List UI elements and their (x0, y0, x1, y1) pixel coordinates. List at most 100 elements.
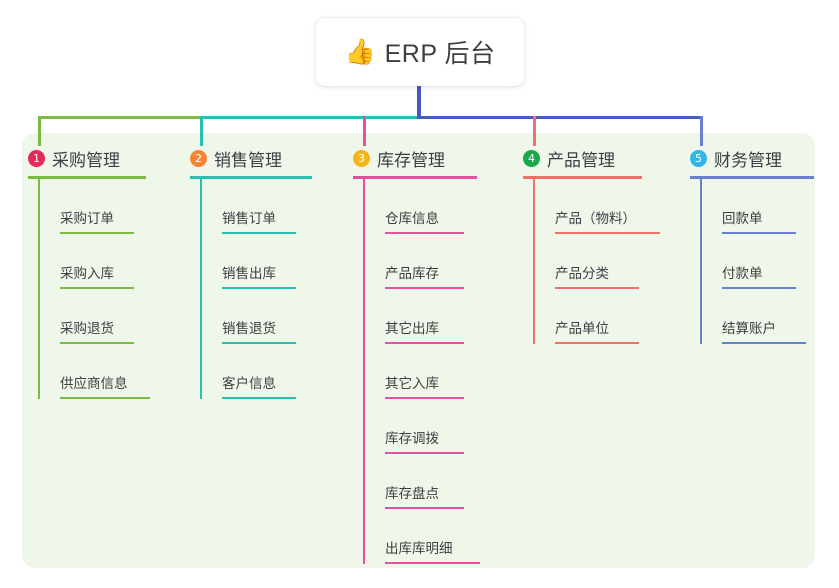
leaf-item[interactable]: 其它入库 (363, 344, 480, 399)
bus-segment-2 (200, 116, 421, 119)
branch-number-badge: 5 (690, 149, 707, 167)
leaf-item[interactable]: 销售退货 (200, 289, 312, 344)
branch-stem-line (700, 179, 702, 344)
leaf-rule (60, 397, 150, 399)
branch-stem-line (200, 179, 202, 399)
leaf-rule (722, 232, 796, 234)
leaf-item[interactable]: 仓库信息 (363, 179, 480, 234)
branch-header-4[interactable]: 4 产品管理 (523, 146, 660, 170)
leaf-label: 供应商信息 (60, 376, 128, 391)
leaf-item[interactable]: 库存盘点 (363, 454, 480, 509)
leaf-item[interactable]: 采购订单 (38, 179, 150, 234)
branch-drop-1 (38, 116, 41, 146)
leaf-item[interactable]: 客户信息 (200, 344, 312, 399)
branch-title: 产品管理 (547, 150, 615, 170)
branch-drop-4 (533, 116, 536, 146)
branch-title: 财务管理 (714, 150, 782, 170)
leaf-label: 采购入库 (60, 266, 114, 281)
branch-stem-line (533, 179, 535, 344)
bus-segment-1 (38, 116, 202, 119)
leaf-item[interactable]: 结算账户 (700, 289, 814, 344)
leaf-label: 出库库明细 (385, 541, 453, 556)
branch-drop-2 (200, 116, 203, 146)
branch-column-1: 1 采购管理采购订单采购入库采购退货供应商信息 (28, 146, 150, 399)
leaf-rule (555, 287, 639, 289)
leaf-rule (385, 342, 464, 344)
branch-column-2: 2 销售管理销售订单销售出库销售退货客户信息 (190, 146, 312, 399)
leaf-item[interactable]: 采购入库 (38, 234, 150, 289)
branch-header-1[interactable]: 1 采购管理 (28, 146, 150, 170)
leaf-rule (722, 342, 806, 344)
leaf-item[interactable]: 供应商信息 (38, 344, 150, 399)
branch-leaf-list: 销售订单销售出库销售退货客户信息 (200, 179, 312, 399)
branch-number-badge: 1 (28, 149, 45, 167)
leaf-rule (722, 287, 796, 289)
leaf-rule (222, 397, 296, 399)
branch-header-rule (690, 176, 814, 179)
leaf-label: 客户信息 (222, 376, 276, 391)
branch-drop-5 (700, 116, 703, 146)
leaf-item[interactable]: 产品分类 (533, 234, 660, 289)
leaf-rule (385, 452, 464, 454)
bus-segment-3 (417, 116, 702, 119)
leaf-label: 库存盘点 (385, 486, 439, 501)
leaf-rule (385, 232, 464, 234)
leaf-rule (222, 232, 296, 234)
branch-title: 库存管理 (377, 150, 445, 170)
leaf-rule (555, 342, 639, 344)
leaf-item[interactable]: 销售订单 (200, 179, 312, 234)
leaf-label: 库存调拨 (385, 431, 439, 446)
leaf-label: 结算账户 (722, 321, 776, 336)
branch-header-rule (28, 176, 146, 179)
leaf-rule (555, 232, 660, 234)
leaf-label: 付款单 (722, 266, 763, 281)
leaf-item[interactable]: 其它出库 (363, 289, 480, 344)
leaf-item[interactable]: 采购退货 (38, 289, 150, 344)
leaf-rule (385, 397, 464, 399)
branch-number-badge: 4 (523, 149, 540, 167)
branch-title: 采购管理 (52, 150, 120, 170)
trunk-line (417, 86, 421, 119)
leaf-label: 仓库信息 (385, 211, 439, 226)
branch-header-5[interactable]: 5 财务管理 (690, 146, 814, 170)
branches-panel (22, 133, 815, 568)
leaf-rule (60, 342, 134, 344)
leaf-label: 销售退货 (222, 321, 276, 336)
branch-title: 销售管理 (214, 150, 282, 170)
branch-leaf-list: 仓库信息产品库存其它出库其它入库库存调拨库存盘点出库库明细 (363, 179, 480, 564)
leaf-label: 产品分类 (555, 266, 609, 281)
branch-drop-3 (363, 116, 366, 146)
branch-header-rule (190, 176, 312, 179)
branch-stem-line (363, 179, 365, 564)
branch-number-badge: 2 (190, 149, 207, 167)
leaf-rule (385, 507, 464, 509)
leaf-item[interactable]: 产品（物料） (533, 179, 660, 234)
leaf-item[interactable]: 出库库明细 (363, 509, 480, 564)
leaf-label: 其它出库 (385, 321, 439, 336)
leaf-label: 销售订单 (222, 211, 276, 226)
leaf-item[interactable]: 产品库存 (363, 234, 480, 289)
leaf-item[interactable]: 回款单 (700, 179, 814, 234)
branch-header-rule (353, 176, 477, 179)
leaf-rule (60, 232, 134, 234)
leaf-label: 销售出库 (222, 266, 276, 281)
root-node-title: ERP 后台 (384, 40, 496, 68)
branch-header-2[interactable]: 2 销售管理 (190, 146, 312, 170)
thumbs-up-icon: 👍 (344, 37, 376, 66)
leaf-item[interactable]: 产品单位 (533, 289, 660, 344)
branch-column-5: 5 财务管理回款单付款单结算账户 (690, 146, 814, 344)
root-node-card[interactable]: 👍 ERP 后台 (316, 18, 524, 86)
leaf-label: 产品（物料） (555, 211, 636, 226)
leaf-label: 采购订单 (60, 211, 114, 226)
leaf-label: 采购退货 (60, 321, 114, 336)
leaf-item[interactable]: 销售出库 (200, 234, 312, 289)
leaf-item[interactable]: 库存调拨 (363, 399, 480, 454)
leaf-rule (385, 562, 480, 564)
branch-leaf-list: 采购订单采购入库采购退货供应商信息 (38, 179, 150, 399)
branch-column-4: 4 产品管理产品（物料） 产品分类产品单位 (523, 146, 660, 344)
leaf-label: 产品库存 (385, 266, 439, 281)
leaf-item[interactable]: 付款单 (700, 234, 814, 289)
